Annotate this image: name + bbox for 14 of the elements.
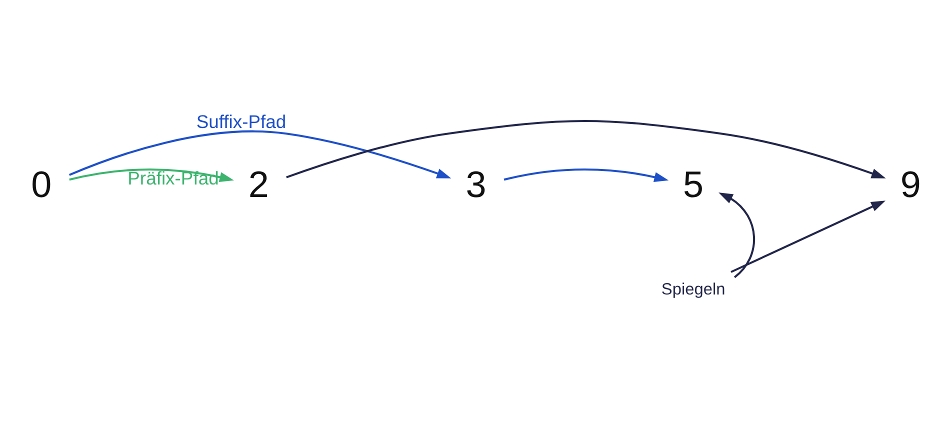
edge-label: Präfix-Pfad xyxy=(127,167,218,188)
arrow xyxy=(68,130,451,178)
arrow xyxy=(286,120,886,178)
node-text: 0 xyxy=(30,164,52,205)
arrow xyxy=(718,192,755,278)
node-text: 2 xyxy=(248,164,268,205)
node-text: Spiegeln xyxy=(660,280,725,298)
arrow xyxy=(503,168,668,182)
node-text: 5 xyxy=(682,164,704,205)
edge-label: Suffix-Pfad xyxy=(196,110,286,132)
arrow xyxy=(68,168,234,182)
node-text: 9 xyxy=(900,164,920,205)
arrow xyxy=(730,200,885,273)
node-text: 3 xyxy=(465,164,486,205)
